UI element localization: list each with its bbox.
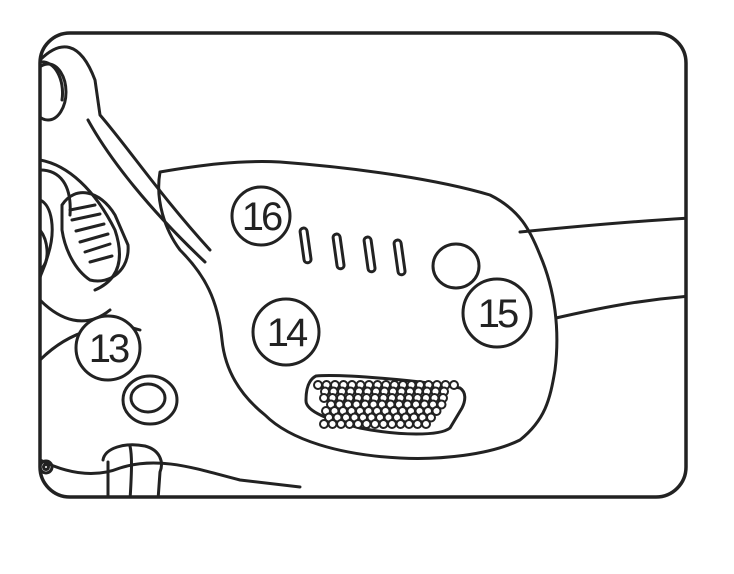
callout-14: 14: [251, 297, 321, 367]
callout-13-label: 13: [89, 327, 129, 371]
callout-15: 15: [461, 277, 533, 349]
grille-hole: [344, 419, 355, 429]
grille-hole: [336, 419, 346, 429]
grille-hole: [426, 412, 436, 423]
landing-leg: [101, 443, 163, 497]
frame-arm-top: [40, 45, 212, 252]
grille-hole: [319, 393, 329, 403]
grille-hole: [378, 419, 389, 429]
right-arm: [518, 216, 686, 234]
grille-hole: [431, 406, 442, 416]
grille-dots: [313, 380, 459, 429]
frame-arm-inner: [86, 118, 207, 264]
grille-hole: [313, 380, 323, 390]
lower-body-edge: [40, 458, 302, 489]
callout-15-label: 15: [478, 292, 518, 336]
grille-hole: [449, 380, 459, 390]
power-button: [431, 242, 481, 290]
drone-body: [40, 45, 686, 497]
grille-hole: [319, 419, 329, 429]
callout-13: 13: [74, 314, 142, 382]
grille-hole: [387, 419, 397, 429]
grille-hole: [421, 419, 431, 429]
vent-housing: [60, 191, 130, 283]
screw: [40, 459, 54, 475]
grille-hole: [327, 419, 338, 429]
grille-hole: [353, 419, 363, 429]
mount-knob: [40, 62, 68, 122]
callout-14-label: 14: [267, 311, 308, 355]
grille-hole: [370, 419, 380, 429]
status-led-bars: [298, 226, 407, 277]
callout-16-label: 16: [242, 195, 282, 239]
grille-hole: [412, 419, 423, 429]
figure-frame: [38, 31, 688, 499]
grille-hole: [404, 419, 414, 429]
grille-hole: [436, 399, 447, 410]
callout-16: 16: [230, 185, 292, 247]
back-panel: [157, 160, 559, 460]
grille-hole: [395, 419, 406, 429]
side-button: [121, 374, 179, 426]
grille-hole: [361, 419, 372, 429]
